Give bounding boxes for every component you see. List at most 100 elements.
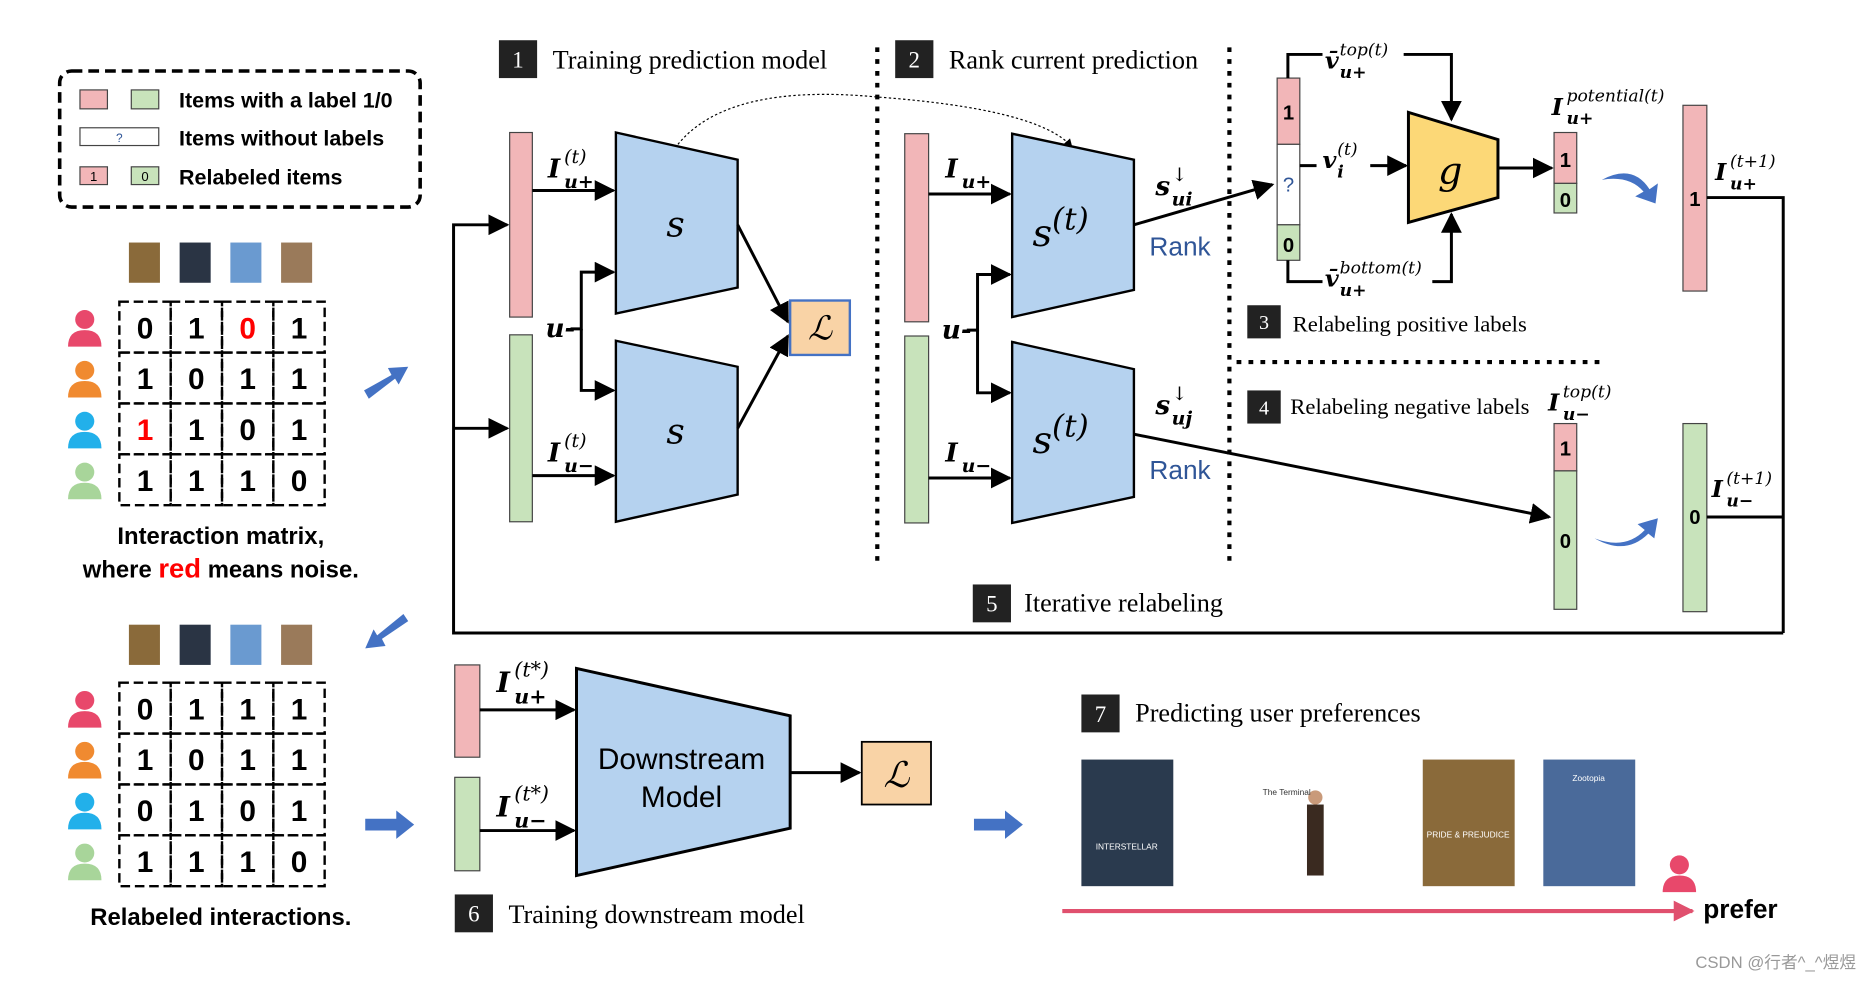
svg-text:1: 1 xyxy=(1560,150,1571,172)
movie-poster: The Terminal xyxy=(1241,759,1337,887)
legend-green-swatch xyxy=(130,89,160,110)
svg-text:0: 0 xyxy=(1560,531,1571,553)
stage-4-negative-relabel: 1 0 0 xyxy=(1553,422,1784,613)
step-label: Predicting user preferences xyxy=(1135,699,1421,728)
movie-poster: PRIDE & PREJUDICE xyxy=(1422,759,1515,887)
matrix-cell xyxy=(272,402,326,456)
step-label: Training downstream model xyxy=(508,900,804,929)
svg-text:PRIDE & PREJUDICE: PRIDE & PREJUDICE xyxy=(1427,830,1510,840)
scorer-st-bottom xyxy=(1010,340,1136,525)
matrix-value: 0 xyxy=(291,465,308,498)
curved-arrow-icon xyxy=(1601,173,1658,204)
step-label: Iterative relabeling xyxy=(1024,589,1223,618)
svg-text:3: 3 xyxy=(1259,312,1269,334)
matrix-value: 1 xyxy=(291,744,308,777)
legend-pink-swatch xyxy=(79,89,109,110)
svg-text:1: 1 xyxy=(1283,103,1294,125)
svg-text:?: ? xyxy=(1283,175,1294,197)
svg-text:s: s xyxy=(666,205,684,246)
curved-arrow-icon xyxy=(1594,518,1658,547)
svg-text:ℒ: ℒ xyxy=(883,755,910,796)
matrix-value: 1 xyxy=(188,795,205,828)
svg-text:g: g xyxy=(1438,149,1462,193)
svg-text:s(t): s(t) xyxy=(1032,202,1088,255)
svg-text:Model: Model xyxy=(641,781,722,814)
matrix-value: 1 xyxy=(291,414,308,447)
movie-poster-1 xyxy=(128,242,160,283)
rank-label: Rank xyxy=(1149,232,1211,262)
matrix-value: 1 xyxy=(188,693,205,726)
movie-poster-1 xyxy=(128,624,160,665)
matrix-cell xyxy=(272,300,326,354)
math-label-s_uj: s↓uj xyxy=(1154,384,1192,430)
svg-text:4: 4 xyxy=(1259,397,1269,419)
relabeler-g xyxy=(1406,110,1500,225)
svg-text:6: 6 xyxy=(468,902,479,927)
matrix-value: 1 xyxy=(188,414,205,447)
math-label-I_neg_t: I(t)u− xyxy=(547,431,594,477)
legend: Items with a label 1/0 ? Items without l… xyxy=(57,69,422,209)
movie-poster: INTERSTELLAR xyxy=(1081,759,1174,887)
stage-1-training: s s ℒ u- xyxy=(509,93,1073,524)
svg-text:0: 0 xyxy=(1560,190,1571,212)
math-label-I_neg_star: I(t*)u− xyxy=(496,782,549,833)
svg-text:1: 1 xyxy=(512,48,523,73)
matrix-value: 1 xyxy=(188,465,205,498)
matrix-caption-line2: where red means noise. xyxy=(82,552,359,583)
math-label-I_pos_next: I(t+1)u+ xyxy=(1714,152,1775,194)
matrix-value: 1 xyxy=(239,744,256,777)
matrix-value: 1 xyxy=(239,363,256,396)
legend-relabeled-one: 1 xyxy=(90,169,97,184)
svg-text:1: 1 xyxy=(1560,439,1571,461)
svg-text:Zootopia: Zootopia xyxy=(1572,773,1605,783)
matrix-value: 1 xyxy=(137,465,154,498)
matrix-cell xyxy=(272,732,326,786)
matrix-value: 1 xyxy=(291,363,308,396)
matrix-value: 0 xyxy=(239,414,256,447)
step-7: 7 Predicting user preferences xyxy=(1081,694,1421,733)
user-icon xyxy=(1662,855,1697,893)
arrow-down-left-icon xyxy=(365,614,409,649)
relabeled-caption: Relabeled interactions. xyxy=(90,904,351,931)
matrix-value: 1 xyxy=(188,846,205,879)
scorer-s-bottom xyxy=(614,339,739,524)
user-icon xyxy=(68,411,102,449)
scorer-st-top xyxy=(1010,132,1136,319)
rank-label: Rank xyxy=(1149,455,1211,485)
stage-2-ranking: s(t) s(t) u- Rank Rank xyxy=(904,132,1552,525)
movie-poster-2 xyxy=(179,242,211,283)
user-icon xyxy=(68,462,102,500)
matrix-value: 1 xyxy=(239,465,256,498)
positive-items-bar xyxy=(509,131,533,318)
matrix-value: 1 xyxy=(239,693,256,726)
user-icon xyxy=(68,843,102,881)
user-icon xyxy=(68,690,102,728)
movie-poster-3 xyxy=(230,242,262,283)
svg-text:7: 7 xyxy=(1095,702,1106,727)
matrix-value: 0 xyxy=(291,846,308,879)
arrow-right-icon xyxy=(973,810,1023,839)
matrix-cell xyxy=(272,783,326,837)
math-label-I_pos_t: I(t)u+ xyxy=(547,147,594,193)
legend-unlabeled-text: Items without labels xyxy=(179,127,384,151)
legend-relabeled-zero: 0 xyxy=(141,169,148,184)
legend-question-mark: ? xyxy=(116,131,123,145)
loss-box xyxy=(788,299,852,357)
scorer-s-top xyxy=(614,131,739,315)
step-label: Relabeling positive labels xyxy=(1293,311,1527,336)
user-icon xyxy=(68,309,102,347)
user-icon xyxy=(68,792,102,830)
svg-text:2: 2 xyxy=(909,48,920,73)
stage-6-downstream: Downstream Model ℒ xyxy=(454,664,932,878)
